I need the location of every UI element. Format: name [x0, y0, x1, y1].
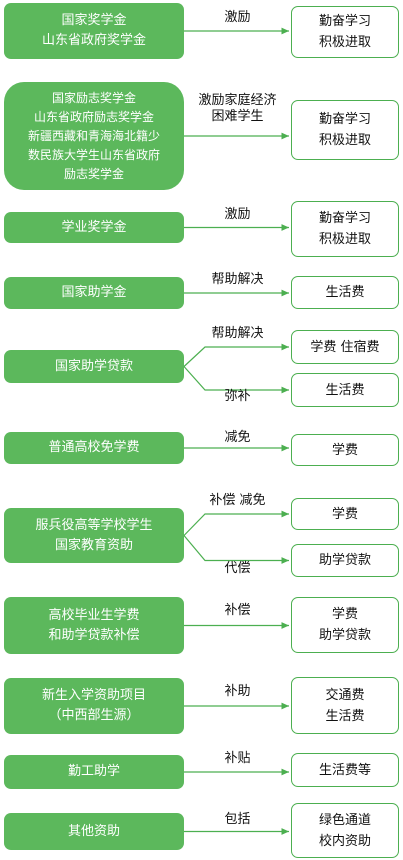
purpose-target-box: 生活费	[291, 276, 399, 309]
text-line: 减免	[224, 430, 251, 445]
text-line: 国家助学贷款	[54, 358, 133, 374]
text-line: 帮助解决	[211, 272, 264, 287]
arrow-label: 补助	[184, 684, 291, 700]
text-line: 生活费	[325, 382, 365, 398]
text-line: 其他资助	[67, 823, 120, 839]
text-line: 新生入学资助项目	[41, 688, 146, 703]
arrow-label: 补偿	[184, 603, 291, 619]
purpose-target-box: 勤奋学习积极进取	[291, 201, 399, 257]
text-line: 国家奖学金	[61, 13, 127, 28]
arrow-label: 弥补	[184, 389, 291, 405]
funding-source-node: 国家励志奖学金山东省政府励志奖学金新疆西藏和青海海北籍少数民族大学生山东省政府励…	[4, 82, 184, 190]
connector-arrow	[183, 535, 289, 564]
text-line: 数民族大学生山东省政府	[27, 147, 160, 162]
arrow-label: 激励家庭经济困难学生	[184, 93, 291, 125]
text-line: 生活费等	[318, 762, 371, 778]
text-line: 激励	[224, 207, 251, 222]
text-line: 积极进取	[318, 133, 371, 148]
text-line: 补助	[224, 684, 251, 699]
funding-source-node: 勤工助学	[4, 755, 184, 789]
funding-source-node: 国家奖学金山东省政府奖学金	[4, 3, 184, 59]
text-line: 包括	[224, 812, 251, 827]
text-line: 国家助学金	[61, 285, 127, 300]
text-line: 校内资助	[318, 833, 371, 849]
funding-source-node: 国家助学金	[4, 277, 184, 309]
funding-source-node: 服兵役高等学校学生国家教育资助	[4, 508, 184, 563]
text-line: 学费	[331, 442, 358, 458]
text-line: 山东省政府奖学金	[41, 33, 146, 48]
text-line: 助学贷款	[318, 553, 371, 568]
funding-source-node: 新生入学资助项目 （中西部生源）	[4, 678, 184, 734]
funding-source-node: 其他资助	[4, 813, 184, 850]
text-line: 勤工助学	[67, 764, 120, 779]
text-line: 国家励志奖学金	[51, 90, 136, 105]
connector-arrow	[183, 343, 289, 367]
funding-source-node: 高校毕业生学费和助学贷款补偿	[4, 597, 184, 654]
purpose-target-box: 学费 住宿费	[291, 330, 399, 364]
arrow-label: 激励	[184, 207, 291, 223]
text-line: 帮助解决	[211, 326, 264, 341]
text-line: 学费	[331, 506, 358, 522]
text-line: 学费	[331, 607, 358, 622]
text-line: 国家教育资助	[54, 537, 133, 553]
text-line: 补偿	[224, 603, 251, 618]
purpose-target-box: 勤奋学习积极进取	[291, 6, 399, 58]
connector-arrow	[183, 510, 289, 536]
purpose-target-box: 学费	[291, 498, 399, 530]
text-line: 困难学生	[211, 109, 264, 124]
purpose-target-box: 学费助学贷款	[291, 597, 399, 653]
text-line: 交通费	[325, 687, 365, 703]
text-line: 服兵役高等学校学生	[35, 517, 153, 533]
arrow-label: 代偿	[184, 561, 291, 577]
arrow-label: 帮助解决	[184, 326, 291, 342]
text-line: 补贴	[224, 751, 251, 766]
text-line: 勤奋学习	[318, 14, 371, 29]
text-line: 勤奋学习	[318, 211, 371, 226]
arrow-label: 包括	[184, 812, 291, 828]
purpose-target-box: 勤奋学习积极进取	[291, 100, 399, 160]
purpose-target-box: 交通费生活费	[291, 677, 399, 734]
purpose-target-box: 生活费	[291, 373, 399, 407]
text-line: 补偿 减免	[209, 493, 266, 508]
text-line: 新疆西藏和青海海北籍少	[27, 128, 160, 143]
text-line: 激励	[224, 10, 251, 25]
arrow-label: 补偿 减免	[184, 493, 291, 509]
text-line: 积极进取	[318, 232, 371, 247]
purpose-target-box: 绿色通道校内资助	[291, 803, 399, 858]
text-line: 学业奖学金	[61, 219, 127, 235]
text-line: 普通高校免学费	[48, 440, 140, 455]
text-line: 励志奖学金	[63, 166, 124, 181]
arrow-label: 激励	[184, 10, 291, 26]
text-line: 高校毕业生学费	[48, 607, 140, 623]
text-line: （中西部生源）	[48, 708, 140, 723]
purpose-target-box: 学费	[291, 434, 399, 466]
purpose-target-box: 助学贷款	[291, 544, 399, 577]
arrow-label: 帮助解决	[184, 272, 291, 288]
funding-source-node: 国家助学贷款	[4, 350, 184, 383]
funding-source-node: 普通高校免学费	[4, 432, 184, 464]
text-line: 山东省政府励志奖学金	[33, 109, 154, 124]
text-line: 代偿	[224, 561, 251, 576]
text-line: 积极进取	[318, 35, 371, 50]
text-line: 生活费	[325, 708, 365, 724]
text-line: 生活费	[325, 285, 365, 300]
purpose-target-box: 生活费等	[291, 753, 399, 787]
text-line: 绿色通道	[318, 812, 371, 828]
text-line: 学费 住宿费	[310, 339, 380, 355]
text-line: 和助学贷款补偿	[48, 627, 140, 643]
funding-source-node: 学业奖学金	[4, 212, 184, 243]
text-line: 弥补	[224, 389, 251, 404]
text-line: 勤奋学习	[318, 112, 371, 127]
arrow-label: 补贴	[184, 751, 291, 767]
arrow-label: 减免	[184, 430, 291, 446]
connector-arrow	[183, 366, 289, 394]
text-line: 助学贷款	[318, 628, 371, 643]
text-line: 激励家庭经济	[198, 93, 277, 108]
